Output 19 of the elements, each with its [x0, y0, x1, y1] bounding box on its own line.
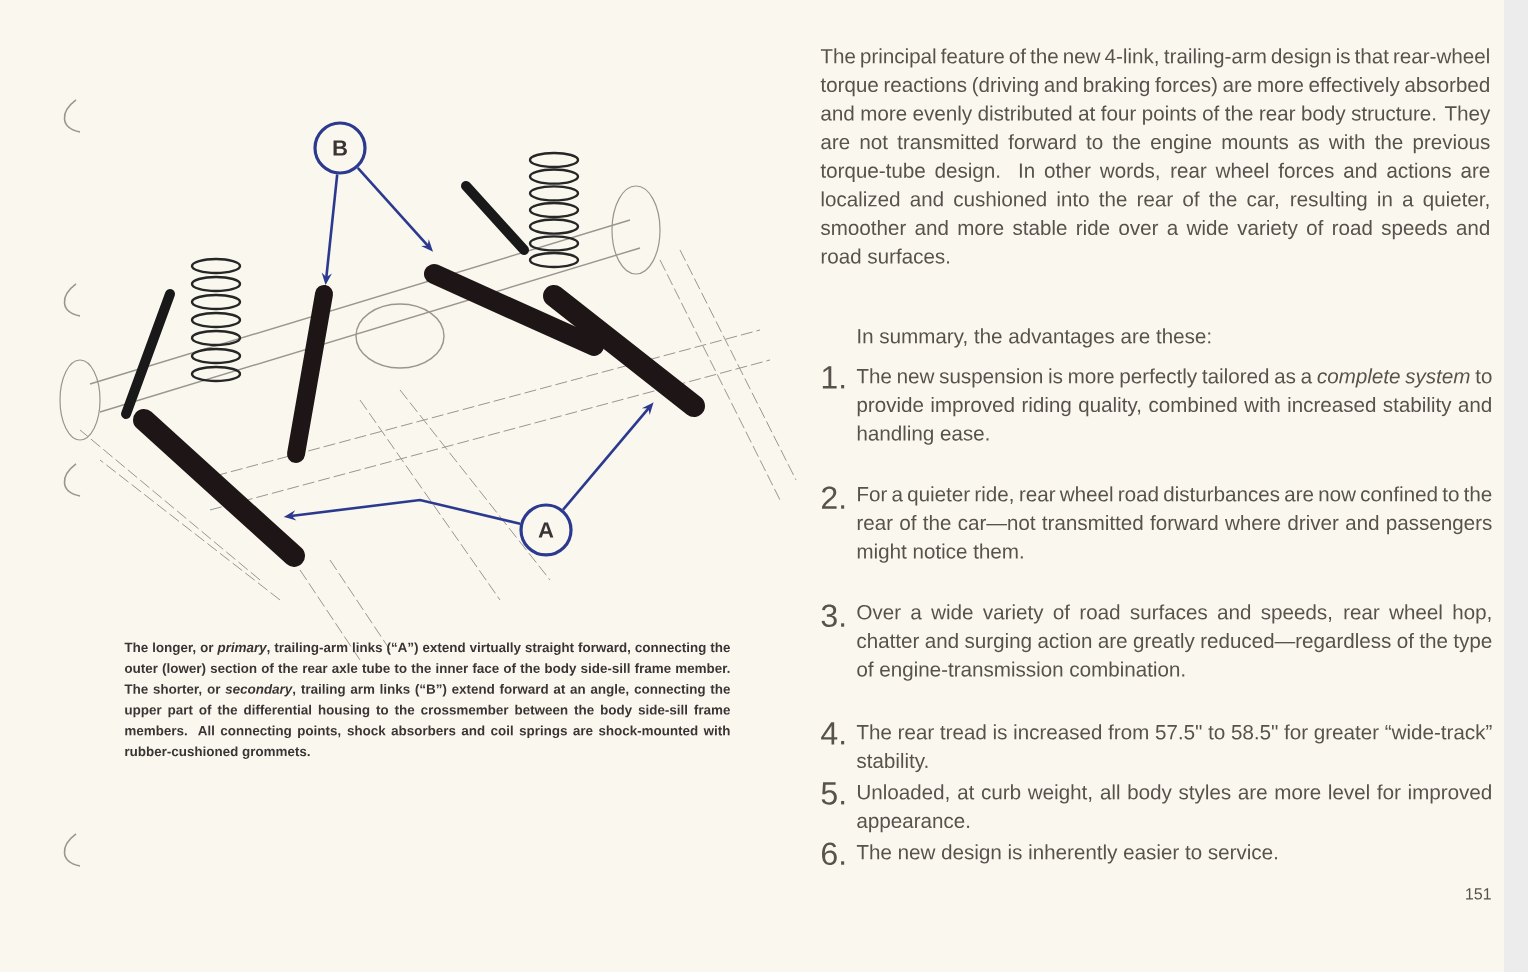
trailing-arm-link — [287, 284, 333, 463]
list-item-text: The new design is inherently easier to service. — [856, 844, 1277, 864]
list-number: 1. — [822, 366, 845, 389]
list-number: 3. — [821, 604, 845, 628]
list-item-text: The new suspension is more perfectly tailored as a complete system to provide improved riding quality, combined with increased stability and handling ease. — [856, 368, 1492, 445]
list-number: 2. — [822, 486, 845, 509]
page-number: 151 — [1466, 888, 1491, 900]
list-number: 6. — [822, 842, 845, 866]
list-number: 4. — [821, 722, 845, 745]
trailing-arm-link — [424, 264, 604, 356]
trailing-arm-link — [543, 284, 705, 417]
trailing-arm-link — [133, 408, 305, 567]
list-item-text: Over a wide variety of road surfaces and speeds, rear wheel hop, chatter and surging action are greatly reduced—regardless of the type of engine-transmission combination. — [857, 604, 1492, 681]
list-item-text: Unloaded, at curb weight, all body styles are more level for improved appearance. — [857, 784, 1491, 833]
body-paragraph: The principal feature of the new 4-link, trailing-arm design is that rear-wheel torque reactions (driving and braking forces) are more effectively absorbed and more evenly distributed at four points of the rear body structure. They are not transmitted forward to the engine mounts as with the previous torque-tube design. In other words, rear wheel forces and actions are localized and cushioned into the rear of the car, resulting in a quieter, smoother and more stable ride over a wide variety of road speeds and road surfaces. — [820, 48, 1491, 264]
summary-line: In summary, the advantages are these: — [858, 328, 1211, 348]
list-item-text: For a quieter ride, rear wheel road disturbances are now confined to the rear of the car—not transmitted forward where driver and passengers might notice them. — [857, 486, 1492, 563]
list-number: 5. — [821, 782, 845, 805]
list-item-text: The rear tread is increased from 57.5" to 58.5" for greater “wide-track” stability. — [856, 724, 1492, 773]
